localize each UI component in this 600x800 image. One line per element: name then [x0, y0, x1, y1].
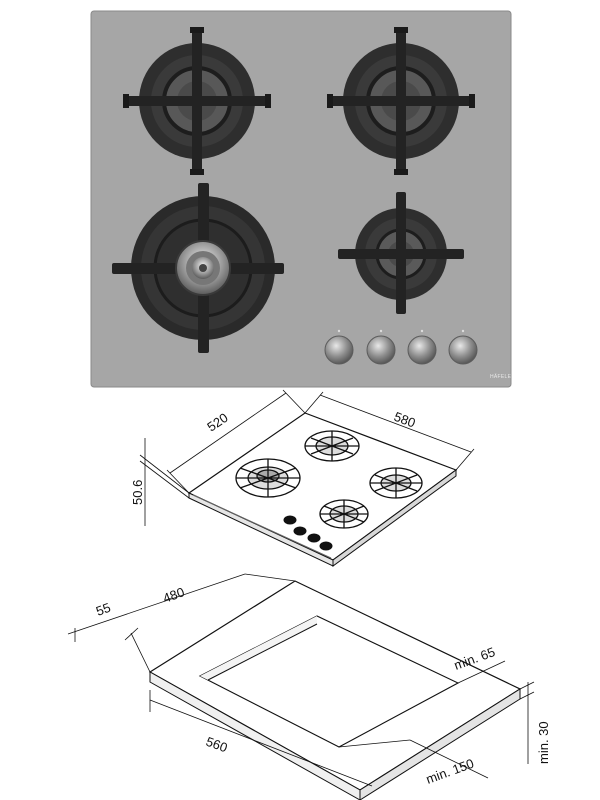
iso-dim-width-label: 580	[392, 409, 418, 431]
hob-top-view: HÄFELE	[90, 10, 512, 388]
cutout-dim-front-gap-label: 55	[94, 600, 113, 619]
control-knobs	[324, 329, 478, 365]
iso-dim-depth-label: 520	[204, 410, 230, 435]
knob-2	[366, 335, 396, 365]
iso-view	[139, 389, 475, 567]
iso-knobs	[283, 515, 333, 551]
cutout-dim-depth-label: 480	[161, 584, 187, 606]
cutout-view	[67, 573, 535, 800]
cutout-dim-width-label: 560	[204, 734, 230, 756]
knob-1	[324, 335, 354, 365]
burner-front-right	[338, 192, 464, 314]
burner-front-left-wok	[112, 183, 284, 353]
iso-burners	[235, 430, 423, 529]
brand-logo: HÄFELE	[490, 373, 512, 380]
cutout-dim-thickness-label: min. 30	[536, 721, 551, 764]
iso-dim-height-label: 50.6	[130, 480, 145, 505]
knob-4	[448, 335, 478, 365]
burner-rear-left	[123, 27, 271, 175]
burner-rear-right	[327, 27, 475, 175]
cutout-dim-side-clearance-label: min. 150	[424, 756, 476, 787]
knob-3	[407, 335, 437, 365]
